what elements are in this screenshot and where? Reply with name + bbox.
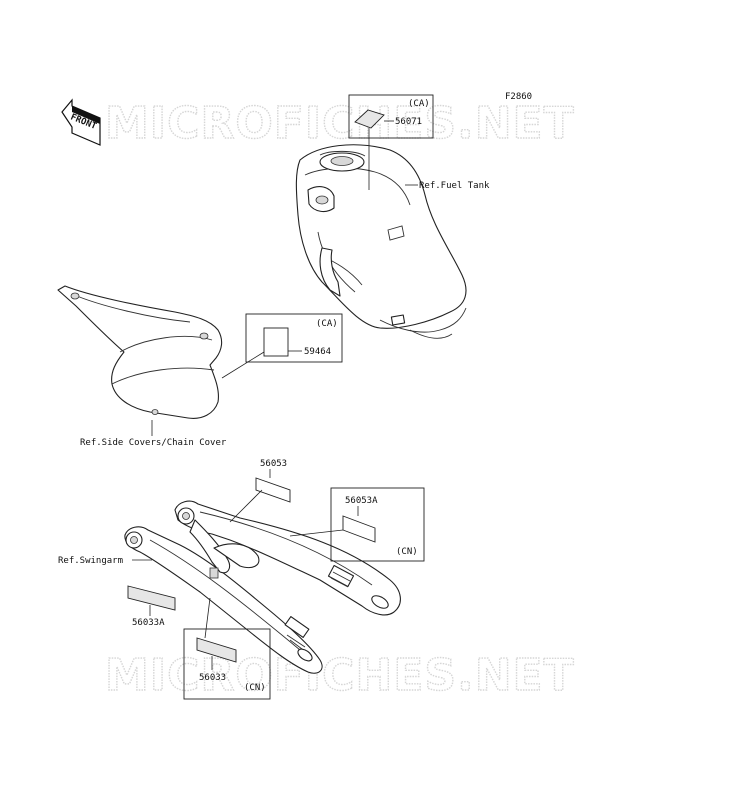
swingarm — [124, 500, 401, 674]
decal-56071[interactable] — [354, 109, 385, 129]
part-59464[interactable]: (CA) 59464 — [221, 313, 343, 379]
part-56053A[interactable]: 56053A (CN) — [289, 487, 425, 562]
part-number-59464: 59464 — [304, 347, 331, 357]
market-code-cn-56033: (CN) — [244, 683, 266, 693]
decal-56053A[interactable] — [342, 515, 376, 543]
decal-56033[interactable] — [196, 637, 237, 663]
watermark-top: MICROFICHES.NET — [105, 98, 575, 149]
market-code-cn-56053A: (CN) — [396, 547, 418, 557]
part-56033[interactable]: 56033 (CN) — [183, 597, 271, 700]
front-arrow-icon: FRONT — [61, 98, 101, 146]
part-56033A[interactable]: 56033A — [127, 585, 176, 628]
side-cover — [57, 285, 223, 419]
market-code-ca-59464: (CA) — [316, 319, 338, 329]
figure-code: F2860 — [505, 92, 532, 102]
watermark-bottom: MICROFICHES.NET — [105, 650, 575, 701]
part-number-56033: 56033 — [199, 673, 226, 683]
callout-frame-59464 — [245, 313, 343, 363]
decal-56033A[interactable] — [127, 585, 176, 611]
ref-fuel-tank: Ref.Fuel Tank — [419, 181, 490, 191]
decal-59464[interactable] — [263, 327, 289, 357]
callout-frame-56033 — [183, 628, 271, 700]
callout-frame-56053A — [330, 487, 425, 562]
part-number-56053A: 56053A — [345, 496, 378, 506]
part-number-56071: 56071 — [395, 117, 422, 127]
callout-frame-56071 — [348, 94, 434, 139]
market-code-ca-56071: (CA) — [408, 99, 430, 109]
ref-side-covers: Ref.Side Covers/Chain Cover — [80, 438, 227, 448]
decal-56053[interactable] — [255, 477, 291, 503]
part-number-56053: 56053 — [260, 459, 287, 469]
part-56071[interactable]: (CA) 56071 — [348, 94, 434, 190]
part-number-56033A: 56033A — [132, 618, 165, 628]
part-56053[interactable]: 56053 — [229, 459, 291, 523]
fuel-tank — [295, 144, 467, 339]
ref-swingarm: Ref.Swingarm — [58, 556, 123, 566]
